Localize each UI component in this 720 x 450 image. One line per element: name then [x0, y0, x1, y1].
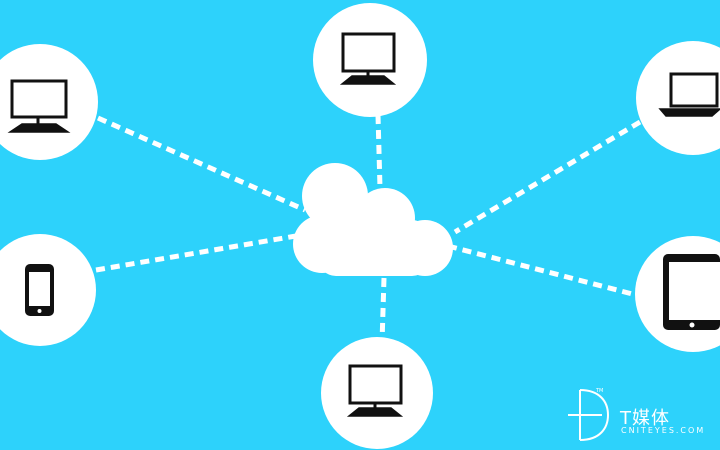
desktop-monitor-icon: [339, 32, 397, 85]
svg-text:TM: TM: [595, 388, 603, 394]
desktop-monitor-icon: [346, 364, 404, 417]
connectors: [95, 114, 642, 344]
node-top-center: [313, 3, 427, 117]
node-middle-right: [635, 236, 720, 352]
connector-bottom-center: [379, 277, 387, 344]
connector-middle-left: [95, 233, 297, 273]
node-top-right: [636, 41, 720, 155]
watermark: TM T媒体 CNITEYES.COM: [566, 384, 716, 444]
watermark-subtitle: CNITEYES.COM: [621, 426, 706, 435]
connector-top-right: [453, 119, 642, 235]
desktop-monitor-icon: [7, 79, 71, 133]
tablet-icon: [663, 254, 720, 330]
node-middle-left: [0, 234, 96, 346]
smartphone-icon: [25, 264, 54, 316]
watermark-title: T媒体: [620, 408, 670, 429]
node-bottom-center: [321, 337, 433, 449]
connector-top-left: [96, 115, 307, 213]
cloud-icon: [293, 163, 453, 276]
d-logo-icon: TM: [568, 388, 610, 441]
node-top-left: [0, 44, 98, 160]
connector-top-center: [375, 114, 383, 189]
laptop-icon: [658, 72, 720, 117]
connector-middle-right: [447, 243, 641, 299]
